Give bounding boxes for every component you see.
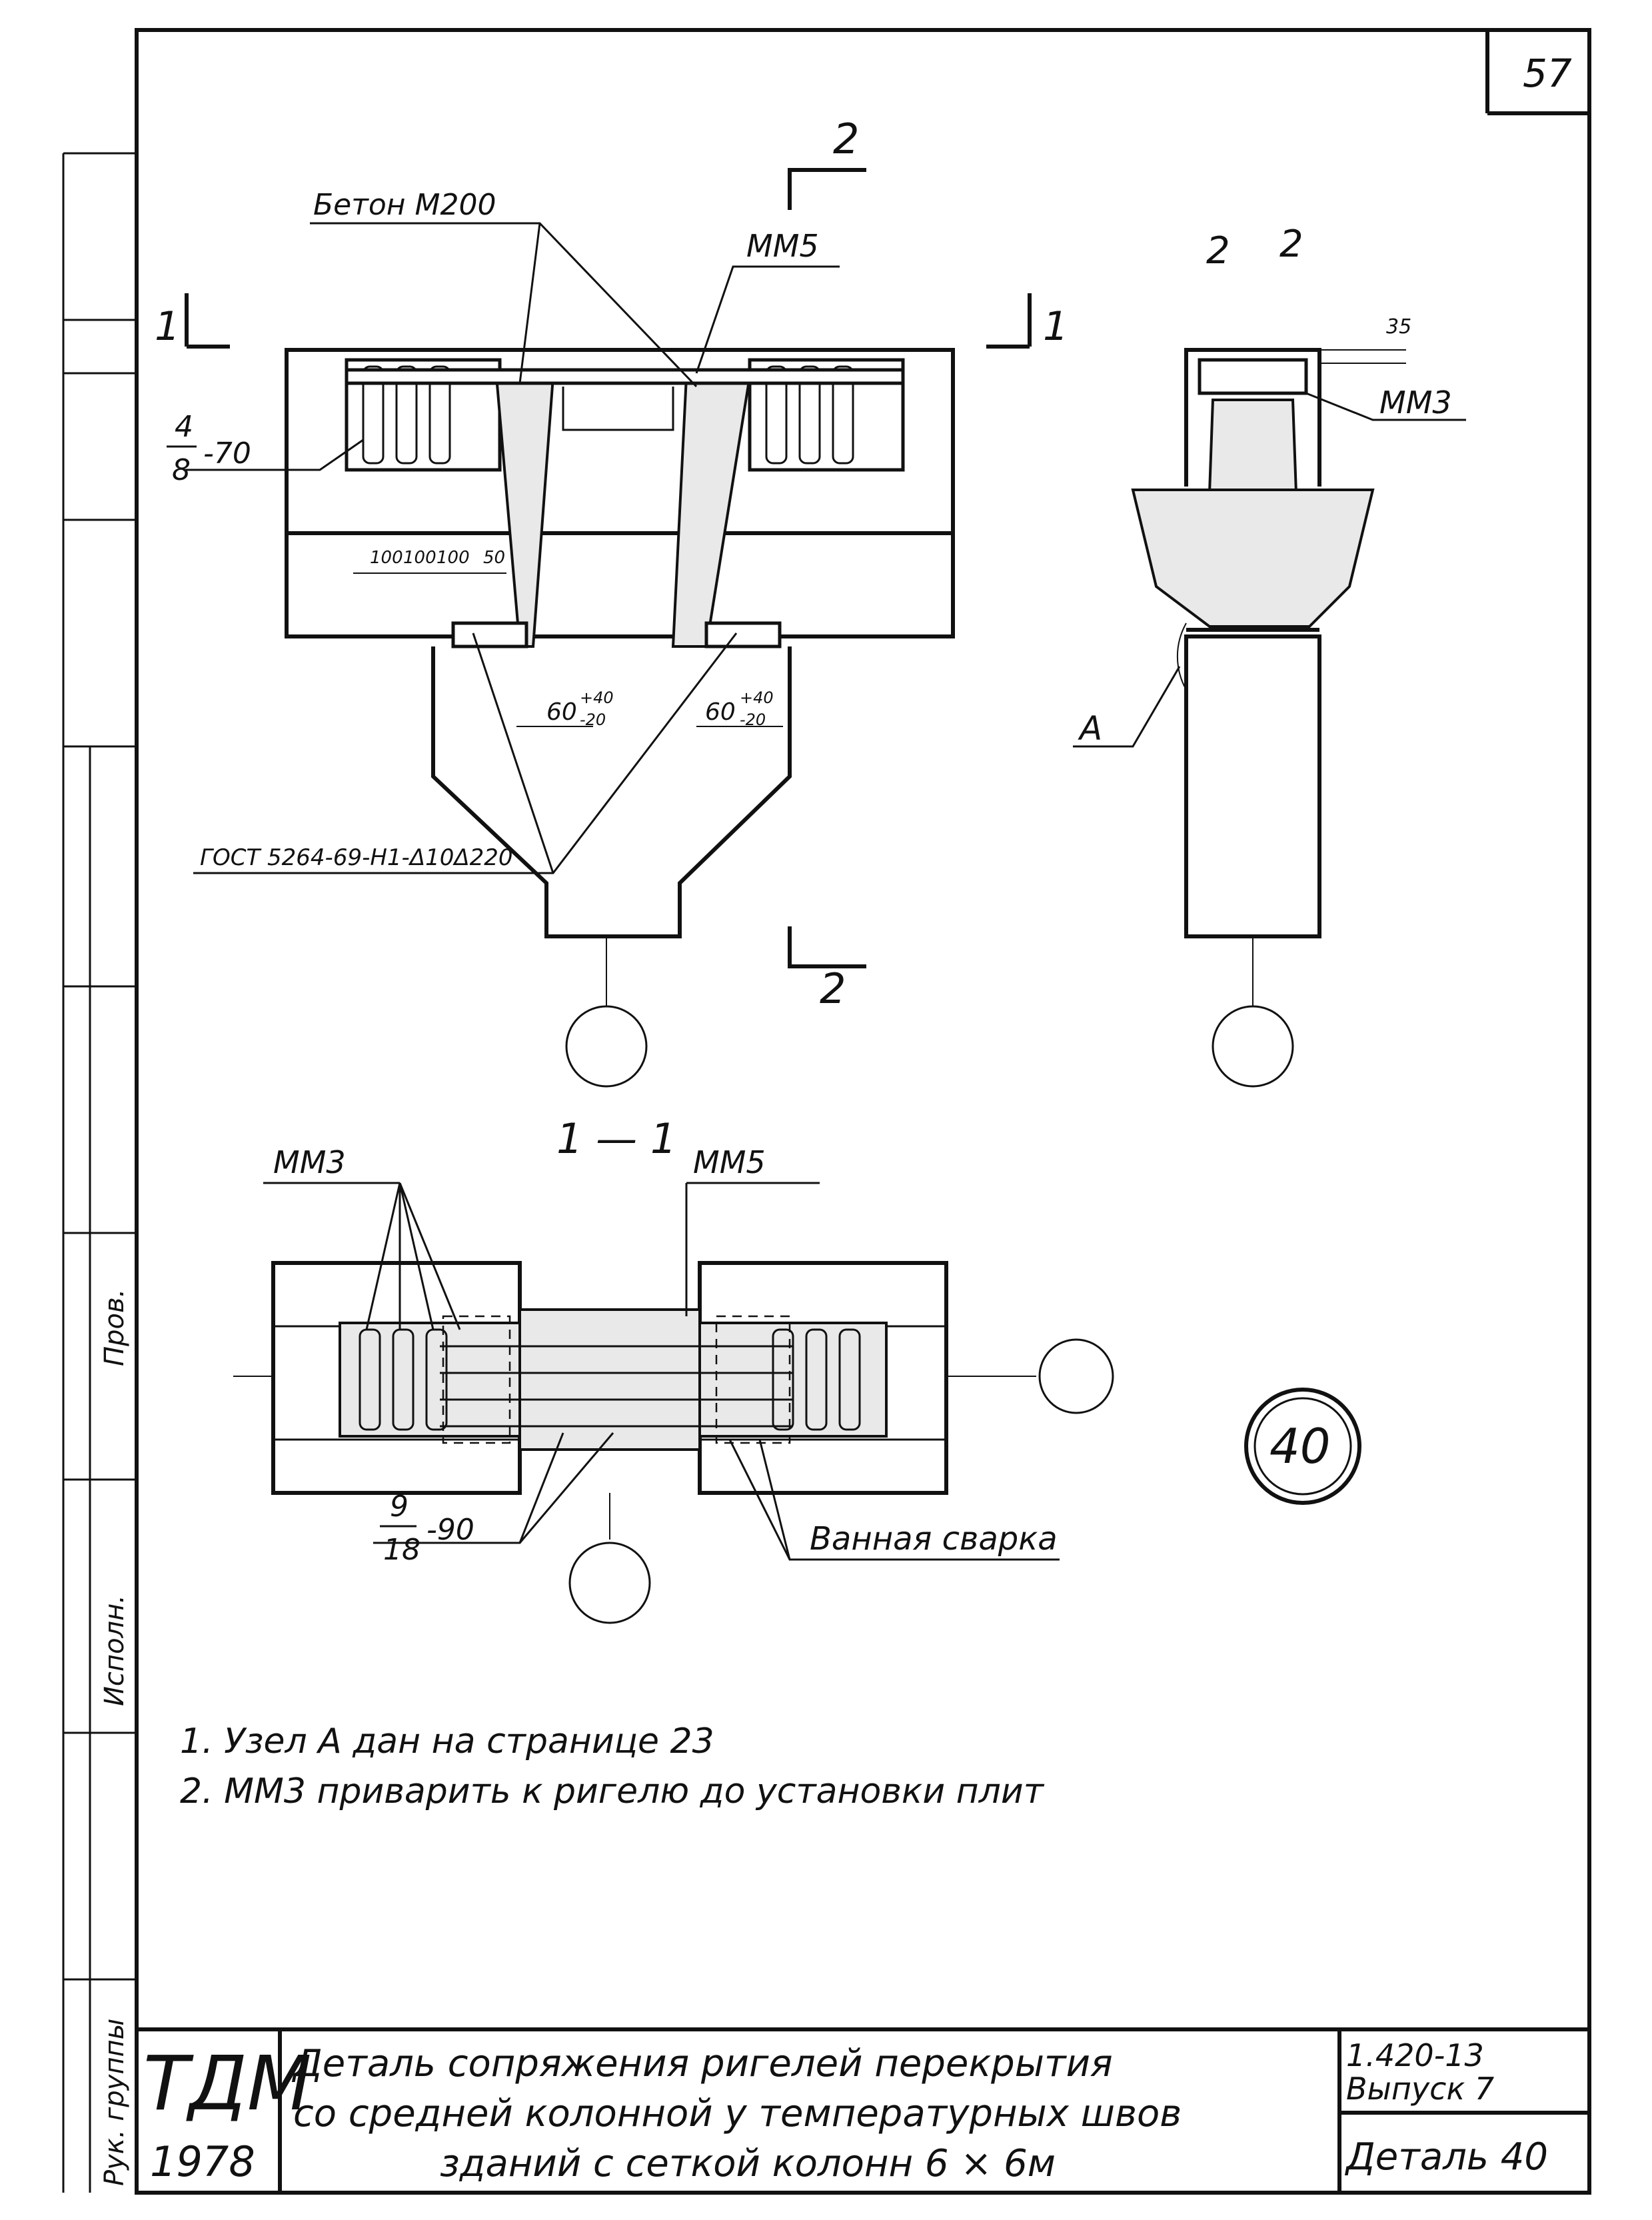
rebar-frac-top-11: 9 (390, 1490, 409, 1524)
mm3-label-22: ММ3 (1379, 385, 1452, 421)
margin-label-prov: Пров. (99, 1289, 130, 1366)
note-2: 2. ММ3 приварить к ригелю до установки п… (180, 1771, 1045, 1811)
dim-left-main: 60 (546, 698, 577, 726)
mm5-top-label: ММ5 (746, 228, 819, 264)
section-1-1-title: 1 — 1 (556, 1114, 676, 1163)
rebar-spacing-label: -70 (203, 437, 251, 471)
series-number: 1.420-13 (1346, 2037, 1484, 2073)
detail-badge: 40 (1244, 1388, 1361, 1505)
gost-label: ГОСТ 5264-69-Н1-Δ10Δ220 (200, 844, 513, 871)
sheet-frame (62, 28, 1591, 2195)
detail-number: Деталь 40 (1344, 2135, 1548, 2179)
detail-badge-number: 40 (1269, 1418, 1331, 1474)
dim-left-plus: +40 (580, 688, 614, 707)
spacing-100c: 100 (436, 548, 470, 568)
node-a-label: А (1078, 709, 1102, 748)
rebar-spacing-11: -90 (426, 1513, 474, 1547)
title-line-3: зданий с сеткой колонн 6 × 6м (440, 2142, 1056, 2185)
section-mark-1-right: 1 (1043, 303, 1068, 350)
beton-label: Бетон М200 (313, 188, 496, 222)
title-line-2: со средней колонной у температурных швов (293, 2092, 1182, 2135)
dim-left-minus: -20 (580, 710, 606, 729)
dim-right-plus: +40 (740, 688, 774, 707)
spacing-100b: 100 (403, 548, 436, 568)
section-1-1: 1 — 1 ММ3 ММ5 (233, 1114, 1114, 1624)
title-block: ТДМ 1978 Деталь сопряжения ригелей перек… (137, 2027, 1589, 2193)
dim-right-main: 60 (705, 698, 736, 726)
title-line-1: Деталь сопряжения ригелей перекрытия (291, 2042, 1113, 2085)
section-mark-2-bottom: 2 (820, 964, 846, 1013)
dim-right-minus: -20 (740, 710, 766, 729)
note-1: 1. Узел А дан на странице 23 (180, 1721, 714, 1761)
year: 1978 (150, 2137, 255, 2186)
section-2-2-title-a: 2 (1206, 229, 1230, 273)
margin-label-isp: Исполн. (99, 1595, 130, 1706)
dim-35-label: 35 (1386, 315, 1411, 339)
org-logo: ТДМ (143, 2041, 312, 2127)
section-mark-1-left: 1 (155, 303, 180, 350)
weld-label: Ванная сварка (810, 1520, 1058, 1558)
section-mark-2-top: 2 (833, 115, 859, 163)
margin-label-ruk: Рук. группы (99, 2019, 130, 2186)
section-2-2: 2 2 А ММ3 35 (1073, 223, 1466, 1088)
spacing-50: 50 (483, 548, 505, 568)
mm5-label-11: ММ5 (693, 1144, 766, 1180)
rebar-frac-bottom-11: 18 (383, 1533, 420, 1567)
rebar-frac-bottom: 8 (172, 453, 191, 487)
page-number: 57 (1523, 51, 1572, 96)
rebar-frac-top: 4 (175, 410, 193, 444)
spacing-100a: 100 (370, 548, 403, 568)
mm3-label-11: ММ3 (273, 1144, 346, 1180)
section-2-2-title-b: 2 (1279, 223, 1303, 266)
main-elevation: 2 1 1 (155, 115, 1068, 1088)
issue-number: Выпуск 7 (1346, 2071, 1494, 2107)
